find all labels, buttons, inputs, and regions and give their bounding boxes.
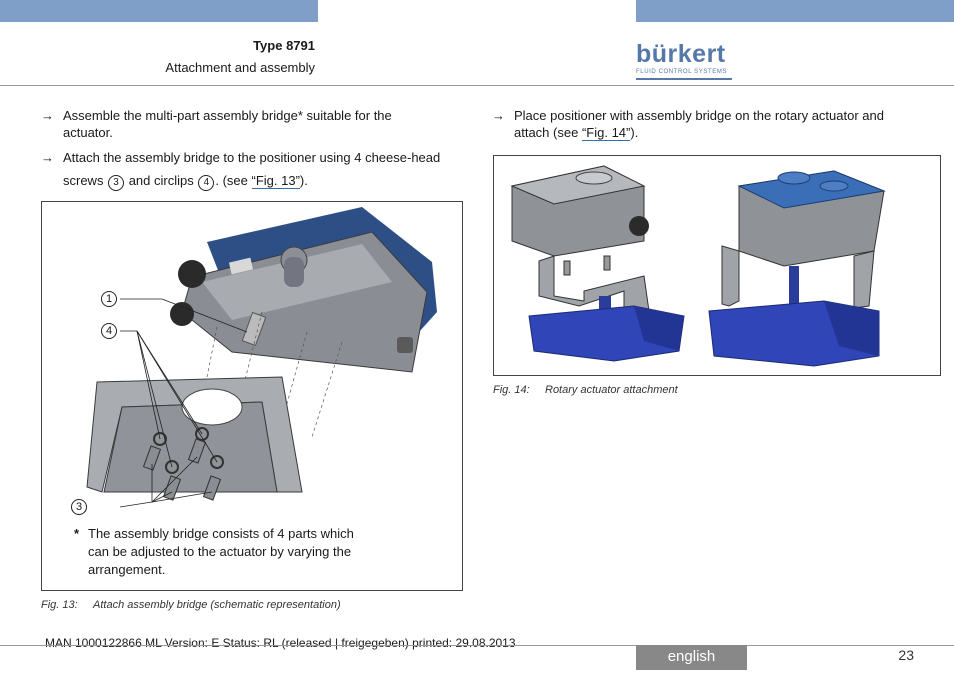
figure-13-caption-text: Attach assembly bridge (schematic repres… [93,599,341,611]
callout-4: 4 [101,323,117,339]
left-step-2-text-d: ). [299,173,308,188]
burkert-logo: bürkert FLUID CONTROL SYSTEMS [636,40,736,80]
ref-callout-3: 3 [108,175,125,191]
positioner-housing [170,207,437,373]
top-bar-left [0,0,318,22]
right-step-1: → Place positioner with assembly bridge … [492,107,917,141]
figure-14-illustration [510,165,886,367]
exploded-assembly [510,165,685,362]
callout-1: 1 [101,291,117,307]
figure-13-illustration [86,207,437,508]
figure-14-frame [493,155,941,376]
figure-14-number: Fig. 14: [493,384,530,396]
right-step-1-text-b: ). [630,125,639,140]
leader-lines [119,298,248,508]
left-step-1-text: Assemble the multi-part assembly bridge*… [63,108,392,140]
logo-wordmark: bürkert [636,40,726,68]
footer-divider [0,645,954,646]
note-asterisk: * [74,526,80,541]
fig13-link[interactable]: “Fig. 13” [251,173,300,189]
language-tab: english [636,645,747,670]
left-step-2-text-c: . (see [215,173,248,188]
top-bar-right [636,0,954,22]
left-step-2: → Attach the assembly bridge to the posi… [41,146,461,192]
page-subtitle: Attachment and assembly [165,60,315,75]
fig14-link[interactable]: “Fig. 14” [581,125,631,141]
ref-callout-4: 4 [198,175,215,191]
assembled-unit [708,170,886,367]
figure-13-number: Fig. 13: [41,599,78,611]
callout-3: 3 [71,499,87,515]
arrow-icon: → [41,108,54,123]
right-step-1-text-a: Place positioner with assembly bridge on… [514,108,884,140]
assembly-bridge [86,376,303,493]
arrow-icon: → [492,108,505,123]
page-title: Type 8791 [253,38,315,53]
left-step-1: → Assemble the multi-part assembly bridge… [41,107,461,140]
logo-tagline: FLUID CONTROL SYSTEMS [636,69,728,75]
note-text: The assembly bridge consists of 4 parts … [88,526,354,577]
figure-13-frame: 1 4 3 [41,201,463,591]
arrow-icon: → [41,150,54,165]
header-divider [0,85,954,86]
logo-underline [636,78,732,80]
screws-circlips [142,427,224,501]
page-number: 23 [898,647,914,663]
figure-13-note: * The assembly bridge consists of 4 part… [74,525,374,579]
left-step-2-text-b: and circlips [128,173,194,188]
figure-13-caption: Fig. 13: Attach assembly bridge (schemati… [41,599,341,611]
document-info: MAN 1000122866 ML Version: E Status: RL … [45,636,516,650]
figure-14-caption: Fig. 14: Rotary actuator attachment [493,384,678,396]
figure-14-caption-text: Rotary actuator attachment [545,384,678,396]
left-step-2-text-a: Attach the assembly bridge to the positi… [63,150,441,188]
